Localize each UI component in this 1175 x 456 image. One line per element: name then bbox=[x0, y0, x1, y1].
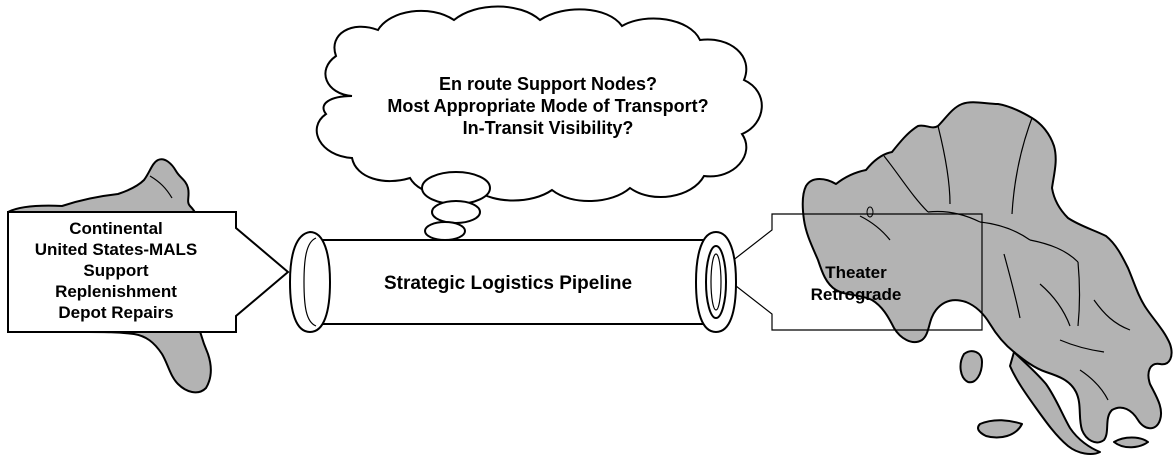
cloud-line-3: In-Transit Visibility? bbox=[463, 118, 634, 138]
cloud-shape bbox=[315, 5, 763, 202]
thought-bubble-large bbox=[421, 171, 491, 205]
thought-bubble-medium bbox=[431, 200, 481, 224]
cloud-line-2: Most Appropriate Mode of Transport? bbox=[387, 96, 708, 116]
source-line-5: Depot Repairs bbox=[58, 303, 173, 322]
source-arrow bbox=[7, 211, 290, 333]
island-crete bbox=[1113, 436, 1149, 449]
thought-cloud: En route Support Nodes? Most Appropriate… bbox=[315, 5, 763, 241]
destination-arrow bbox=[717, 213, 983, 331]
thought-bubble-small bbox=[424, 221, 466, 241]
source-line-2: United States-MALS bbox=[35, 240, 197, 259]
pipeline: Strategic Logistics Pipeline bbox=[288, 230, 738, 334]
left-flange-inner bbox=[303, 237, 317, 327]
destination-block: Theater Retrograde bbox=[717, 213, 983, 331]
pipeline-label: Strategic Logistics Pipeline bbox=[384, 273, 632, 294]
destination-line-1: Theater bbox=[825, 263, 887, 282]
source-line-1: Continental bbox=[69, 219, 163, 238]
source-block: Continental United States-MALS Support R… bbox=[7, 211, 290, 333]
island-sardinia bbox=[959, 350, 983, 384]
right-pipe-inner bbox=[710, 253, 722, 311]
source-line-3: Support bbox=[83, 261, 148, 280]
europe-landmass bbox=[801, 101, 1173, 444]
right-pipe-opening bbox=[705, 245, 727, 319]
cloud-line-1: En route Support Nodes? bbox=[439, 74, 657, 94]
destination-line-2: Retrograde bbox=[811, 285, 902, 304]
left-flange-outer bbox=[288, 230, 332, 334]
source-line-4: Replenishment bbox=[55, 282, 177, 301]
europe-map bbox=[801, 101, 1173, 455]
balkan-peninsula bbox=[1009, 351, 1101, 455]
island-sicily bbox=[977, 419, 1023, 439]
